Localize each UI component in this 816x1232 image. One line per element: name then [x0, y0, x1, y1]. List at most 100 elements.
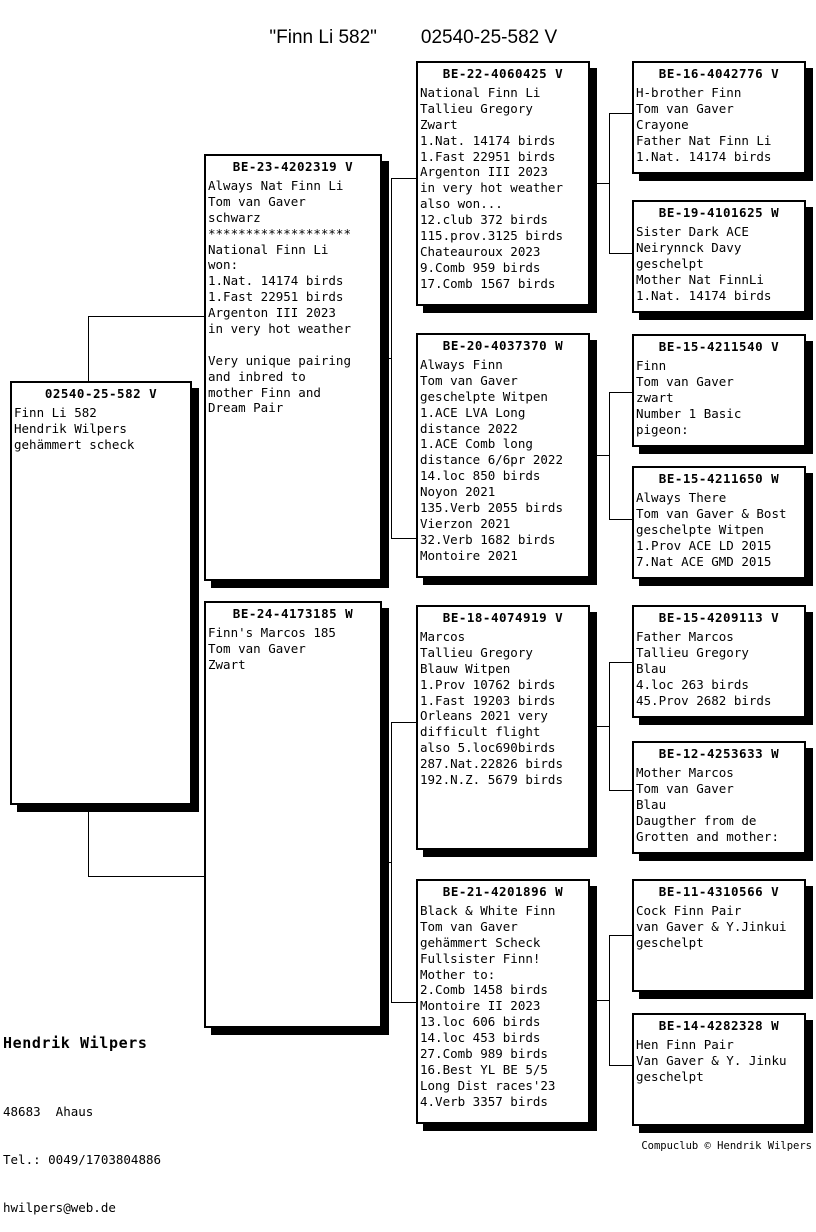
pedigree-detail-line: 14.loc 850 birds — [420, 468, 541, 484]
pedigree-detail-line: 1.Prov 10762 birds — [420, 676, 556, 692]
pedigree-detail-line: geschelpt — [636, 934, 704, 950]
pedigree-detail-line: Tallieu Gregory — [420, 644, 533, 660]
connector-g3d-top — [609, 935, 633, 936]
pedigree-detail-line: geschelpt — [636, 1068, 704, 1084]
pedigree-detail-line: Neirynnck Davy — [636, 239, 742, 255]
pedigree-detail-line: 27.Comb 989 birds — [420, 1046, 548, 1062]
connector-g2a-top — [391, 178, 417, 179]
pedigree-ring-number: BE-12-4253633 W — [658, 746, 780, 761]
pedigree-detail-line: Zwart — [208, 656, 246, 672]
pedigree-ring-number: BE-21-4201896 W — [442, 884, 564, 899]
connector-g2a-vertical — [391, 178, 392, 538]
pedigree-detail-line: Vierzon 2021 — [420, 515, 511, 531]
pedigree-detail-line: schwarz — [208, 209, 261, 225]
pedigree-detail-line: van Gaver & Y.Jinkui — [636, 918, 787, 934]
pedigree-detail-line — [208, 337, 380, 353]
pedigree-detail-line: Tom van Gaver — [208, 640, 306, 656]
pedigree-detail-line: Tallieu Gregory — [636, 644, 749, 660]
pedigree-detail-line: Finn — [636, 358, 667, 373]
pedigree-detail-line: gehämmert scheck — [14, 436, 135, 452]
connector-g3b-top — [609, 392, 633, 393]
connector-g3a-bottom — [609, 253, 633, 254]
pedigree-detail-line: 1.ACE Comb long — [420, 436, 533, 452]
pedigree-detail-line: 7.Nat ACE GMD 2015 — [636, 553, 772, 569]
pedigree-detail-line: Argenton III 2023 — [420, 164, 548, 180]
pedigree-detail-line: 1.Nat. 14174 birds — [636, 148, 772, 164]
pedigree-detail-line: Van Gaver & Y. Jinku — [636, 1052, 787, 1068]
pedigree-detail-line: Marcos — [420, 629, 466, 644]
pedigree-detail-line: 1.Fast 19203 birds — [420, 692, 556, 708]
pedigree-detail-line: and inbred to — [208, 368, 306, 384]
pedigree-ring-number: BE-15-4211540 V — [658, 339, 780, 354]
pedigree-detail-line: Noyon 2021 — [420, 484, 496, 500]
connector-g3a-vertical — [609, 113, 610, 253]
pedigree-detail-line: Finn's Marcos 185 — [208, 625, 336, 640]
pedigree-detail-line: geschelpte Witpen — [636, 521, 764, 537]
pedigree-detail-line: 192.N.Z. 5679 birds — [420, 772, 563, 788]
pedigree-detail-line: 287.Nat.22826 birds — [420, 756, 563, 772]
pedigree-detail-line: 1.Prov ACE LD 2015 — [636, 537, 772, 553]
connector-g3b-vertical — [609, 392, 610, 519]
pedigree-ring-number: BE-20-4037370 W — [442, 338, 564, 353]
pedigree-detail-line: geschelpt — [636, 255, 704, 271]
pedigree-ring-number: BE-24-4173185 W — [232, 606, 354, 621]
pedigree-detail-line: 9.Comb 959 birds — [420, 259, 541, 275]
pedigree-ring-number: BE-22-4060425 V — [442, 66, 564, 81]
pedigree-detail-line: also 5.loc690birds — [420, 740, 556, 756]
pedigree-detail-line: Tom van Gaver — [636, 100, 734, 116]
pedigree-detail-line: 16.Best YL BE 5/5 — [420, 1061, 548, 1077]
connector-g3c-top — [609, 662, 633, 663]
pedigree-ring-number: BE-23-4202319 V — [232, 159, 354, 174]
connector-g3c-stem — [592, 726, 609, 727]
pedigree-detail-line: ******************* — [208, 225, 351, 241]
pedigree-detail-line: 12.club 372 birds — [420, 212, 548, 228]
connector-g3d-vertical — [609, 935, 610, 1065]
pedigree-detail-line: Grotten and mother: — [636, 828, 779, 844]
pedigree-detail-line: National Finn Li — [208, 241, 329, 257]
pedigree-detail-line: Blau — [636, 660, 667, 676]
connector-g3a-stem — [592, 183, 609, 184]
pedigree-detail-line: Mother Nat FinnLi — [636, 271, 764, 287]
pedigree-detail-line: 14.loc 453 birds — [420, 1030, 541, 1046]
pedigree-detail-line: Mother to: — [420, 966, 496, 982]
pedigree-detail-line: 32.Verb 1682 birds — [420, 531, 556, 547]
pedigree-detail-line: Very unique pairing — [208, 352, 351, 368]
pedigree-detail-line: gehämmert Scheck — [420, 934, 541, 950]
pedigree-detail-line: distance 2022 — [420, 420, 518, 436]
connector-g2b-stem — [375, 862, 391, 863]
page-title-name: "Finn Li 582" — [269, 27, 377, 48]
pedigree-detail-line: pigeon: — [636, 421, 689, 437]
pedigree-detail-line: 115.prov.3125 birds — [420, 228, 563, 244]
connector-g3b-stem — [592, 455, 609, 456]
pedigree-detail-line: Always Nat Finn Li — [208, 178, 344, 193]
pedigree-detail-line: Montoire 2021 — [420, 547, 518, 563]
connector-g2a-stem — [375, 358, 391, 359]
pedigree-detail-line: geschelpte Witpen — [420, 388, 548, 404]
pedigree-detail-line: in very hot weather — [208, 321, 351, 337]
pedigree-ring-number: BE-11-4310566 V — [658, 884, 780, 899]
